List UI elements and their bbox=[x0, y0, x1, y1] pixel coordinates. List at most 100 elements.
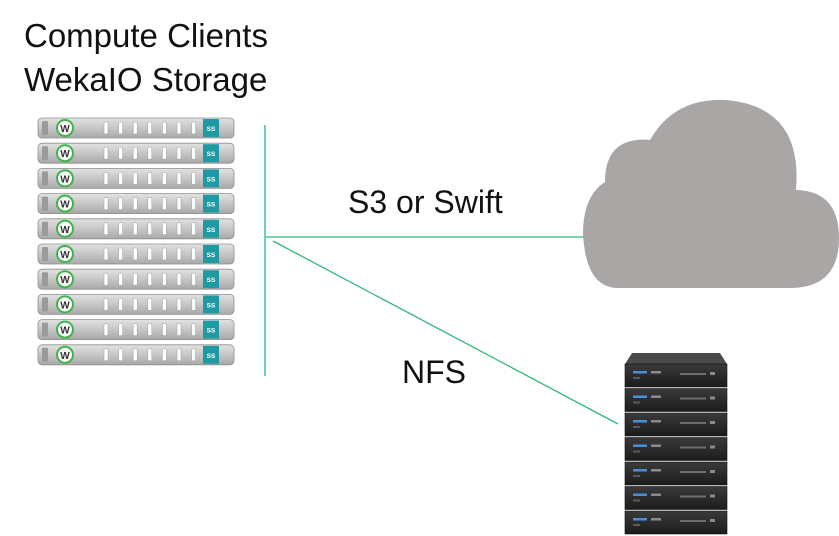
drive-slot bbox=[118, 247, 123, 261]
drive-slot bbox=[147, 298, 153, 311]
server-badge-text: SS bbox=[207, 252, 216, 259]
server-badge: SS bbox=[203, 119, 219, 137]
drive-slot bbox=[191, 222, 196, 236]
drive-slot bbox=[162, 272, 167, 286]
server-badge: SS bbox=[203, 270, 219, 289]
weka-logo-letter: W bbox=[60, 300, 70, 311]
drive-slot bbox=[176, 222, 182, 236]
drive-slot bbox=[147, 121, 153, 135]
drive-slot bbox=[191, 272, 196, 286]
server-badge: SS bbox=[203, 295, 219, 314]
nfs-label: NFS bbox=[402, 354, 466, 390]
drive-slot bbox=[132, 323, 138, 336]
drive-slot bbox=[176, 247, 182, 261]
drive-slot bbox=[103, 247, 109, 261]
drive-slot bbox=[162, 172, 167, 185]
drive-slot bbox=[176, 197, 182, 210]
nfs-rack-unit bbox=[624, 363, 728, 388]
weka-logo-icon: W bbox=[56, 169, 74, 188]
drive-slot bbox=[118, 222, 123, 236]
drive-slot bbox=[162, 323, 167, 336]
drive-slot bbox=[191, 348, 196, 362]
weka-logo-letter: W bbox=[60, 275, 70, 286]
server-badge-text: SS bbox=[207, 176, 216, 183]
server-badge: SS bbox=[203, 345, 219, 364]
drive-slot bbox=[147, 222, 153, 236]
weka-server-unit: W SS bbox=[37, 243, 235, 265]
weka-logo-letter: W bbox=[60, 225, 70, 236]
nfs-rack-unit bbox=[624, 486, 728, 510]
drive-slot bbox=[162, 197, 167, 210]
drive-slot bbox=[118, 272, 123, 286]
server-badge-text: SS bbox=[207, 227, 216, 234]
weka-logo-icon: W bbox=[56, 270, 74, 289]
weka-server-unit: W SS bbox=[37, 167, 235, 189]
weka-logo-letter: W bbox=[60, 250, 70, 261]
nfs-rack-unit bbox=[624, 388, 728, 412]
weka-logo-icon: W bbox=[56, 219, 74, 238]
nfs-storage-rack-icon bbox=[624, 353, 728, 535]
drive-slot bbox=[103, 272, 109, 286]
drive-slot bbox=[176, 146, 182, 160]
drive-slot bbox=[132, 121, 138, 135]
nfs-rack-unit bbox=[624, 412, 728, 437]
drive-slot bbox=[191, 121, 196, 135]
weka-logo-letter: W bbox=[60, 351, 70, 362]
drive-slot bbox=[132, 348, 138, 362]
server-badge: SS bbox=[203, 245, 219, 263]
drive-slot bbox=[191, 146, 196, 160]
drive-slot bbox=[162, 146, 167, 160]
weka-server-unit: W SS bbox=[37, 268, 235, 290]
drive-slot bbox=[162, 298, 167, 311]
s3-swift-label: S3 or Swift bbox=[348, 184, 503, 220]
weka-logo-letter: W bbox=[60, 174, 70, 185]
drive-slot bbox=[191, 172, 196, 185]
weka-server-unit: W SS bbox=[37, 344, 235, 366]
drive-slot bbox=[176, 121, 182, 135]
drive-slot bbox=[118, 298, 123, 311]
drive-slot bbox=[132, 146, 138, 160]
nfs-rack-unit bbox=[624, 510, 728, 535]
drive-slot bbox=[132, 172, 138, 185]
drive-slot bbox=[162, 247, 167, 261]
drive-slot bbox=[132, 197, 138, 210]
cloud-icon bbox=[583, 99, 839, 288]
nfs-rack-unit bbox=[624, 437, 728, 461]
drive-slot bbox=[103, 298, 109, 311]
server-badge-text: SS bbox=[207, 151, 216, 158]
drive-slot bbox=[118, 323, 123, 336]
drive-slot bbox=[191, 298, 196, 311]
drive-slot bbox=[103, 222, 109, 236]
server-badge-text: SS bbox=[207, 353, 216, 360]
server-badge: SS bbox=[203, 144, 219, 163]
server-badge-text: SS bbox=[207, 126, 216, 133]
drive-slot bbox=[162, 121, 167, 135]
server-badge: SS bbox=[203, 169, 219, 188]
weka-logo-icon: W bbox=[56, 295, 74, 314]
drive-slot bbox=[132, 222, 138, 236]
drive-slot bbox=[103, 323, 109, 336]
weka-logo-icon: W bbox=[56, 245, 74, 263]
weka-logo-icon: W bbox=[56, 320, 74, 339]
weka-server-unit: W SS bbox=[37, 293, 235, 315]
server-badge: SS bbox=[203, 194, 219, 213]
drive-slot bbox=[162, 348, 167, 362]
nfs-rack-unit bbox=[624, 461, 728, 486]
drive-slot bbox=[176, 172, 182, 185]
drive-slot bbox=[118, 146, 123, 160]
drive-slot bbox=[103, 172, 109, 185]
rack-top-cap bbox=[625, 353, 727, 364]
drive-slot bbox=[118, 121, 123, 135]
weka-logo-letter: W bbox=[60, 326, 70, 337]
drive-slot bbox=[147, 323, 153, 336]
drive-slot bbox=[147, 272, 153, 286]
drive-slot bbox=[147, 172, 153, 185]
drive-slot bbox=[191, 323, 196, 336]
drive-slot bbox=[103, 197, 109, 210]
server-badge: SS bbox=[203, 219, 219, 238]
